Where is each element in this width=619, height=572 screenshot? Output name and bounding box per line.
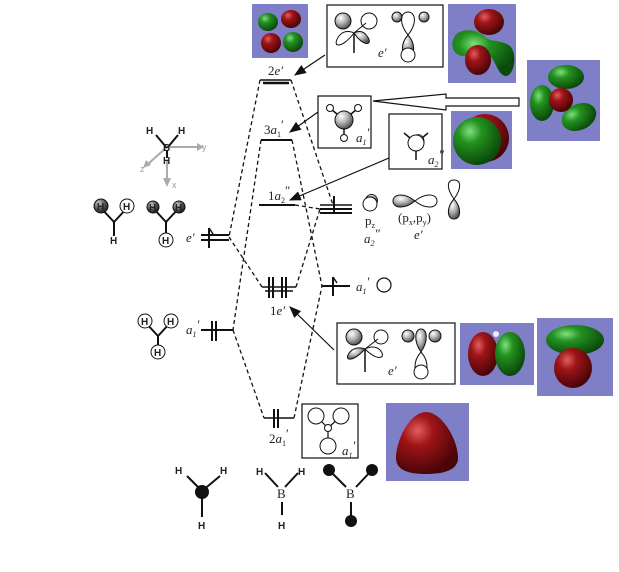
py-orbital-icon [447,179,461,220]
salc-a1-prime: H H H [137,313,179,360]
arrow-1a2 [288,157,390,201]
left-a1-label: a1′ [186,317,200,339]
axis-y-label: y [202,142,207,152]
render-1e-2 [537,318,613,396]
pxpy-sym-label: e′ [414,227,423,242]
s1-h3: H [198,521,205,532]
box-1e-sym: e′ [388,363,397,378]
salc1-h2: H [123,202,130,213]
mo-level-2a1-prime: 2a1′ [264,409,294,448]
box-1a2-sym: a2″ [428,147,445,169]
s1-h1: H [175,466,182,477]
salc2-h2: H [175,203,182,214]
render-2e-small [252,4,308,58]
salc1-h1: H [97,202,104,213]
left-level-a1-prime: a1′ [186,317,233,341]
render-2a1 [386,403,469,481]
pz-orbital-icon [362,194,378,212]
render-3a1 [527,60,600,141]
s2-h2: H [298,467,305,478]
axis-h2-label: H [178,126,185,137]
right-level-s: a1′ [322,274,392,296]
salc2-h3: H [162,236,169,247]
box-2a1-sym: a1′ [342,438,356,460]
arrow-2e [294,54,326,76]
mo-level-2e-prime: 2e′ [260,63,291,85]
mo-level-3a1-prime: 3a1′ [261,117,292,141]
salc-e-prime-1: H H H [93,198,135,247]
orbital-box-2e-prime: e′ [326,4,444,68]
pxpy-label: (px,py) [398,210,431,227]
axis-system: H H B H y z x [140,126,207,190]
mo-2a1-label: 2a1′ [269,426,289,448]
structure-bh3-dot: H H H [175,466,227,532]
s1-h2: H [220,466,227,477]
render-2e-large [448,4,516,83]
mo-1a2-label: 1a2″ [268,183,290,205]
salc1-h3: H [110,236,117,247]
axis-h1-label: H [146,126,153,137]
render-1a2 [451,111,512,169]
right-level-p [320,196,352,214]
pz-sym-label: a2″ [364,226,381,248]
orbital-box-1e-prime: e′ [336,322,456,385]
arrow-3a1 [289,111,319,133]
salc2-h1: H [149,203,156,214]
salc3-h3: H [154,348,161,359]
s2-h1: H [256,467,263,478]
render-1e-1 [460,323,534,385]
orbital-box-2a1-prime: a1′ [301,403,359,460]
structure-bh3-balls: B [323,464,378,527]
box-2e-sym: e′ [378,45,387,60]
pz-label: pz [365,213,376,230]
hollow-arrow [372,93,520,111]
salc-e-prime-2: H H H [146,200,186,248]
mo-level-1e-prime: 1e′ [262,277,296,318]
axis-b-label: B [163,143,170,154]
salc3-h2: H [167,317,174,328]
mo-3a1-label: 3a1′ [264,117,284,139]
s2-b: B [277,486,286,501]
correlation-lines [228,79,334,419]
axis-h3-label: H [163,156,170,167]
left-level-e-prime: e′ [186,227,229,248]
right-s-sym-label: a1′ [356,274,370,296]
box-3a1-sym: a1′ [356,125,370,147]
axis-z-label: z [140,164,145,174]
px-orbital-icon [392,194,438,208]
mo-1e-label: 1e′ [270,303,285,318]
left-e-prime-label: e′ [186,230,195,245]
axis-x-label: x [172,180,177,190]
orbital-box-1a2-double-prime: a2″ [388,113,445,170]
arrow-1e [289,306,335,351]
s3-b: B [346,486,355,501]
salc3-h1: H [141,317,148,328]
s-orbital-icon [376,277,392,293]
s2-h3: H [278,521,285,532]
mo-2e-label: 2e′ [268,63,283,78]
orbital-box-3a1-prime: a1′ [317,95,372,149]
mo-level-1a2-double-prime: 1a2″ [259,183,295,206]
structure-bh3-labeled: H H B H [256,467,305,532]
